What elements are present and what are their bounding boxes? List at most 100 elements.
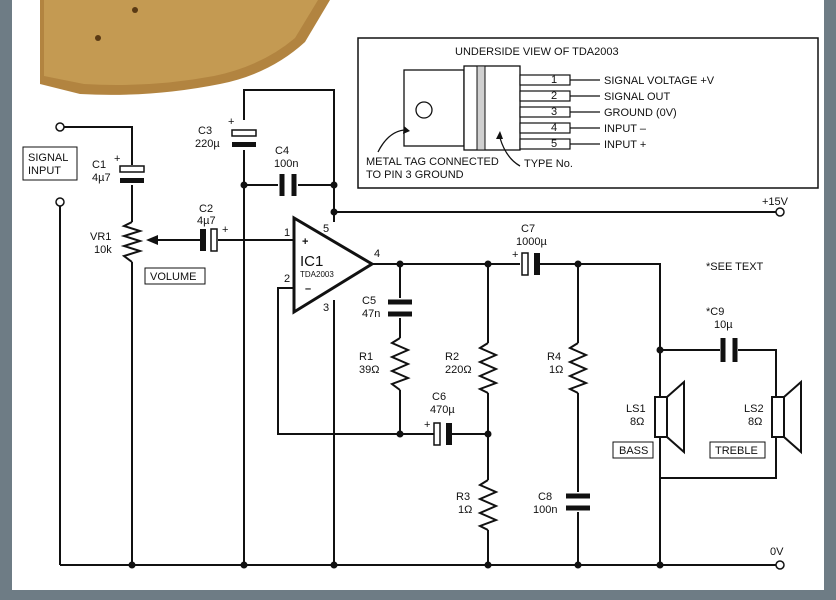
signal-input-label-line1: SIGNAL: [28, 152, 68, 164]
r4-name: R4: [547, 351, 561, 363]
resistor-r3: [477, 479, 499, 531]
capacitor-c1: +: [114, 153, 145, 183]
c2-name: C2: [199, 203, 213, 215]
input-terminal-top: [55, 122, 65, 132]
ls1-name: LS1: [626, 403, 646, 415]
c7-name: C7: [521, 223, 535, 235]
c8-name: C8: [538, 491, 552, 503]
ic1-pin3: 3: [323, 302, 329, 314]
c8-value: 100n: [533, 504, 557, 516]
inset-title: UNDERSIDE VIEW OF TDA2003: [455, 46, 619, 58]
c1-name: C1: [92, 159, 106, 171]
ic1-name: IC1: [300, 253, 323, 270]
resistor-r2: [477, 342, 499, 394]
tag-note-line1: METAL TAG CONNECTED: [366, 156, 499, 168]
c6-name: C6: [432, 391, 446, 403]
svg-text:+: +: [222, 224, 228, 236]
inset-pin5-label: INPUT +: [604, 139, 646, 151]
c2-value: 4µ7: [197, 215, 216, 227]
positive-rail-label: +15V: [762, 196, 789, 208]
tag-note-line2: TO PIN 3 GROUND: [366, 169, 464, 181]
c6-value: 470µ: [430, 404, 455, 416]
c7-value: 1000µ: [516, 236, 547, 248]
speaker-ls2-icon: [771, 379, 802, 455]
bass-label-box: [612, 441, 654, 459]
inset-pin3-label: GROUND (0V): [604, 107, 677, 119]
junction-dots: [128, 181, 664, 569]
r3-value: 1Ω: [458, 504, 472, 516]
terminals: [55, 122, 785, 570]
tag-arrow-icon: [377, 129, 405, 153]
inset-pin4-label: INPUT –: [604, 123, 647, 135]
r2-value: 220Ω: [445, 364, 472, 376]
r1-name: R1: [359, 351, 373, 363]
ic1-amplifier-triangle: [292, 215, 375, 315]
volume-label: VOLUME: [150, 271, 196, 283]
ic1-pin2: 2: [284, 273, 290, 285]
volume-label-box: [144, 267, 206, 285]
type-note: TYPE No.: [524, 158, 573, 170]
capacitor-c3: +: [228, 116, 257, 147]
c9-name: *C9: [706, 306, 724, 318]
ls1-value: 8Ω: [630, 416, 644, 428]
inset-pin5-number: 5: [551, 138, 557, 150]
resistor-r4: [567, 342, 589, 394]
ic1-minus-sign: –: [305, 283, 311, 295]
ic1-part: TDA2003: [300, 270, 334, 279]
ls2-role: TREBLE: [715, 445, 758, 457]
r3-name: R3: [456, 491, 470, 503]
inset-pin4-number: 4: [551, 122, 557, 134]
capacitor-c5: [388, 299, 412, 317]
inset-pin3-number: 3: [551, 106, 557, 118]
svg-text:+: +: [424, 419, 430, 431]
r1-value: 39Ω: [359, 364, 379, 376]
c3-name: C3: [198, 125, 212, 137]
ground-rail-label: 0V: [770, 546, 784, 558]
inset-pin2-label: SIGNAL OUT: [604, 91, 670, 103]
c1-value: 4µ7: [92, 172, 111, 184]
c5-value: 47n: [362, 308, 380, 320]
wiper-arrow-icon: [146, 235, 158, 245]
capacitor-c4: [279, 174, 297, 196]
signal-input-box: [22, 146, 78, 181]
tda2003-underside-inset: UNDERSIDE VIEW OF TDA2003: [357, 37, 819, 189]
ic1-pin1: 1: [284, 227, 290, 239]
potentiometer-vr1: [120, 221, 144, 263]
r4-value: 1Ω: [549, 364, 563, 376]
capacitor-c7: +: [512, 249, 540, 276]
inset-pin1-label: SIGNAL VOLTAGE +V: [604, 75, 715, 87]
c4-value: 100n: [274, 158, 298, 170]
capacitor-c9: [720, 338, 738, 362]
r2-name: R2: [445, 351, 459, 363]
ls1-role: BASS: [619, 445, 648, 457]
type-arrow-icon: [499, 137, 521, 167]
vr1-name: VR1: [90, 231, 111, 243]
see-text-note: *SEE TEXT: [706, 261, 764, 273]
svg-text:+: +: [512, 249, 518, 261]
rail-terminal-15v: [775, 207, 785, 217]
c4-name: C4: [275, 145, 289, 157]
svg-text:+: +: [228, 116, 234, 128]
ic1-plus-sign: +: [302, 236, 308, 248]
capacitor-c6: +: [424, 419, 452, 446]
vr1-value: 10k: [94, 244, 112, 256]
input-terminal-bottom: [55, 197, 65, 207]
c9-value: 10µ: [714, 319, 733, 331]
ls2-name: LS2: [744, 403, 764, 415]
ic1-pin4: 4: [374, 248, 380, 260]
inset-pin2-number: 2: [551, 90, 557, 102]
speaker-ls1-icon: [654, 379, 685, 455]
svg-text:+: +: [114, 153, 120, 165]
resistor-r1: [389, 337, 411, 391]
capacitor-c2: +: [200, 224, 228, 252]
c5-name: C5: [362, 295, 376, 307]
capacitor-c8: [566, 493, 590, 511]
rail-terminal-0v: [775, 560, 785, 570]
c3-value: 220µ: [195, 138, 220, 150]
inset-pin1-number: 1: [551, 74, 557, 86]
ls2-value: 8Ω: [748, 416, 762, 428]
ic1-pin5: 5: [323, 223, 329, 235]
treble-label-box: [709, 441, 766, 459]
